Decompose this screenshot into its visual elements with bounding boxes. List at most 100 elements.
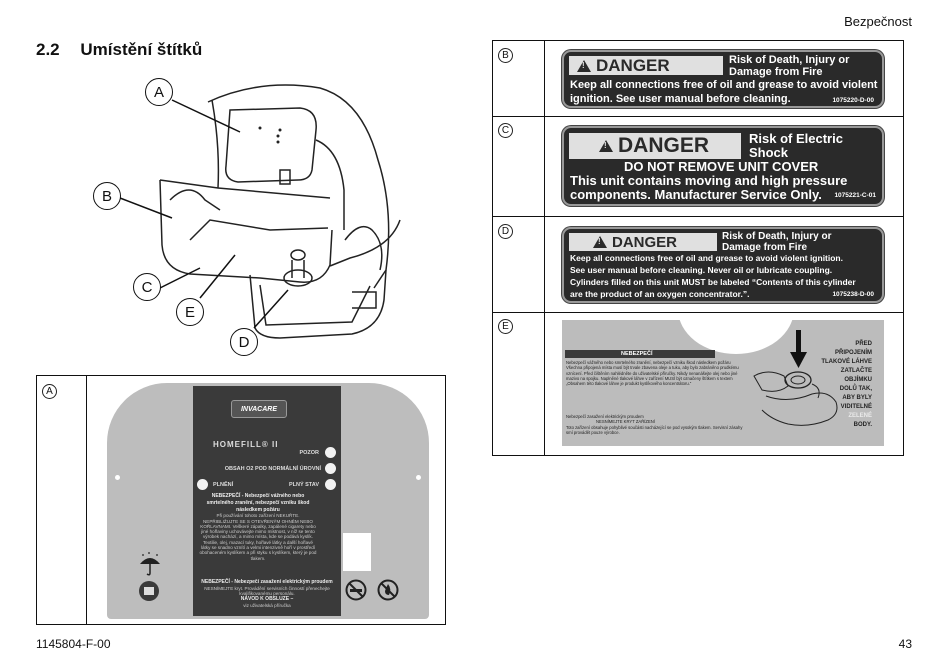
e-text-block-2: Nebezpečí zasažení elektrickým proudem N…: [566, 414, 744, 435]
e-instr-green: ZELENÉ: [848, 413, 872, 419]
danger-word: DANGER: [596, 55, 670, 75]
label-c-line3: components. Manufacturer Service Only.: [570, 187, 822, 202]
plneni-label: PLNĚNÍ: [213, 482, 234, 488]
danger-word: DANGER: [612, 233, 678, 251]
page-title: 2.2 Umístění štítků: [36, 40, 202, 60]
label-d-line3: Cylinders filled on this unit MUST be la…: [570, 277, 856, 287]
label-c-letter: C: [498, 123, 513, 138]
danger-word: DANGER: [618, 134, 710, 157]
no-smoking-icon: [345, 579, 367, 601]
mount-hole: [416, 475, 421, 480]
label-a-box: A INVACARE HOMEFILL® II POZOR OBSAH O2 P…: [36, 375, 446, 625]
letter-column: A: [37, 376, 87, 624]
callout-e: E: [176, 298, 204, 326]
warning-electric-body: NESNÍMEJTE kryt. Provádění servisních či…: [204, 585, 330, 597]
manual-icon: [139, 581, 159, 601]
homefill-panel: INVACARE HOMEFILL® II POZOR OBSAH O2 POD…: [107, 383, 429, 619]
warning-electric-title: NEBEZPEČÍ - Nebezpečí zasažení elektrick…: [201, 579, 333, 585]
no-flame-icon: [377, 579, 399, 601]
risk-text: Risk of Death, Injury or Damage from Fir…: [722, 231, 832, 253]
callout-a: A: [145, 78, 173, 106]
label-d-line4: are the product of an oxygen concentrato…: [570, 289, 750, 299]
section-header: Bezpečnost: [844, 14, 912, 29]
e-text-block-1: Nebezpečí vážného nebo smrtelného zraněn…: [566, 360, 744, 386]
mount-hole: [115, 475, 120, 480]
white-rectangle: [343, 533, 371, 571]
label-d-line1: Keep all connections free of oil and gre…: [570, 253, 843, 263]
device-illustration: [119, 84, 401, 339]
label-code: 1075220-D-00: [832, 97, 874, 104]
product-mark: ® II: [261, 440, 279, 449]
plny-stav-led: [325, 479, 336, 490]
e-t2: Všechna připojená místa musí být trvale …: [566, 365, 739, 386]
plny-stav-label: PLNÝ STAV: [288, 482, 319, 488]
label-d-line2: See user manual before cleaning. Never o…: [570, 265, 833, 275]
e-instr-line: PŘIPOJENÍM: [834, 350, 872, 356]
labels-table: [492, 40, 904, 456]
e-t4: NESNÍMEJTE KRYT ZAŘÍZENÍ: [596, 419, 655, 425]
label-c-line2: This unit contains moving and high press…: [570, 173, 848, 188]
label-e-panel: NEBEZPEČÍ Nebezpečí vážného nebo smrteln…: [562, 320, 884, 446]
row-divider: [492, 216, 904, 217]
label-b-line1: Keep all connections free of oil and gre…: [570, 79, 878, 91]
hand-coupling-icon: [753, 330, 838, 426]
danger-badge: DANGER: [569, 133, 741, 159]
e-t3: Nebezpečí zasažení elektrickým proudem: [566, 414, 644, 419]
e-instr-line: PŘED: [855, 341, 872, 347]
e-instruction: PŘED PŘIPOJENÍM TLAKOVÉ LÁHVE ZATLAČTE O…: [821, 340, 872, 430]
row-divider: [492, 116, 904, 117]
callout-d: D: [230, 328, 258, 356]
e-instr-line: OBJÍMKU: [844, 377, 872, 383]
danger-badge: DANGER: [569, 56, 723, 75]
risk-text: Risk of Death, Injury or Damage from Fir…: [729, 54, 850, 78]
e-t5: Toto zařízení obsahuje pohyblivé součást…: [566, 424, 743, 435]
warning-triangle-icon: [593, 236, 607, 248]
umbrella-icon: [140, 552, 160, 576]
page-number: 43: [898, 637, 912, 651]
e-instr-line: DOLŮ TAK,: [839, 386, 872, 392]
warning-electric: NEBEZPEČÍ - Nebezpečí zasažení elektrick…: [199, 579, 335, 608]
label-b-letter: B: [498, 48, 513, 63]
center-strip: INVACARE HOMEFILL® II POZOR OBSAH O2 POD…: [193, 386, 371, 616]
product-name: HOMEFILL: [213, 440, 262, 449]
navod-title: NÁVOD K OBSLUZE –: [240, 596, 294, 603]
label-b-line2: ignition. See user manual before cleanin…: [570, 93, 791, 105]
label-c-line1: DO NOT REMOVE UNIT COVER: [624, 159, 819, 174]
label-d-letter: D: [498, 224, 513, 239]
section-title-text: Umístění štítků: [80, 40, 203, 59]
danger-label-c: DANGER Risk of Electric Shock DO NOT REM…: [562, 126, 884, 206]
danger-label-d: DANGER Risk of Death, Injury or Damage f…: [562, 227, 884, 303]
e-instr-line: TLAKOVÉ LÁHVE: [821, 359, 872, 365]
label-code: 1075221-C-01: [834, 192, 876, 199]
e-warning-bar: NEBEZPEČÍ: [565, 350, 715, 358]
navod-sub: viz uživatelská příručka: [243, 603, 291, 609]
invacare-logo: INVACARE: [231, 400, 287, 418]
e-instr-line: ZATLAČTE: [840, 368, 872, 374]
label-a-letter: A: [42, 384, 57, 399]
e-instr-line: BODY.: [853, 422, 872, 428]
plneni-led: [197, 479, 208, 490]
letter-column: [493, 41, 545, 455]
label-code: 1075238-D-00: [832, 291, 874, 298]
warning-triangle-icon: [577, 59, 591, 72]
doc-code: 1145804-F-00: [36, 637, 111, 651]
pozor-led: [325, 447, 336, 458]
warning-fire: NEBEZPEČÍ - Nebezpečí vážného nebo smrte…: [199, 493, 317, 561]
e-instr-line: VIDITELNÉ: [840, 404, 872, 410]
warning-fire-body: Při používání tohoto zařízení NEKUŘTE. N…: [199, 513, 317, 561]
warning-fire-title: NEBEZPEČÍ - Nebezpečí vážného nebo smrte…: [206, 493, 310, 513]
obsah-led: [325, 463, 336, 474]
callout-c: C: [133, 273, 161, 301]
callout-b: B: [93, 182, 121, 210]
danger-label-b: DANGER Risk of Death, Injury or Damage f…: [562, 50, 884, 108]
obsah-label: OBSAH O2 POD NORMÁLNÍ ÚROVNÍ: [224, 466, 321, 472]
label-e-letter: E: [498, 319, 513, 334]
row-divider: [492, 312, 904, 313]
pozor-label: POZOR: [299, 450, 319, 456]
e-t1: Nebezpečí vážného nebo smrtelného zraněn…: [566, 360, 731, 365]
homefill-title: HOMEFILL® II: [213, 440, 278, 449]
risk-text: Risk of Electric Shock: [749, 131, 843, 160]
danger-badge: DANGER: [569, 233, 717, 251]
section-number: 2.2: [36, 40, 60, 59]
e-instr-line: ABY BYLY: [842, 395, 872, 401]
